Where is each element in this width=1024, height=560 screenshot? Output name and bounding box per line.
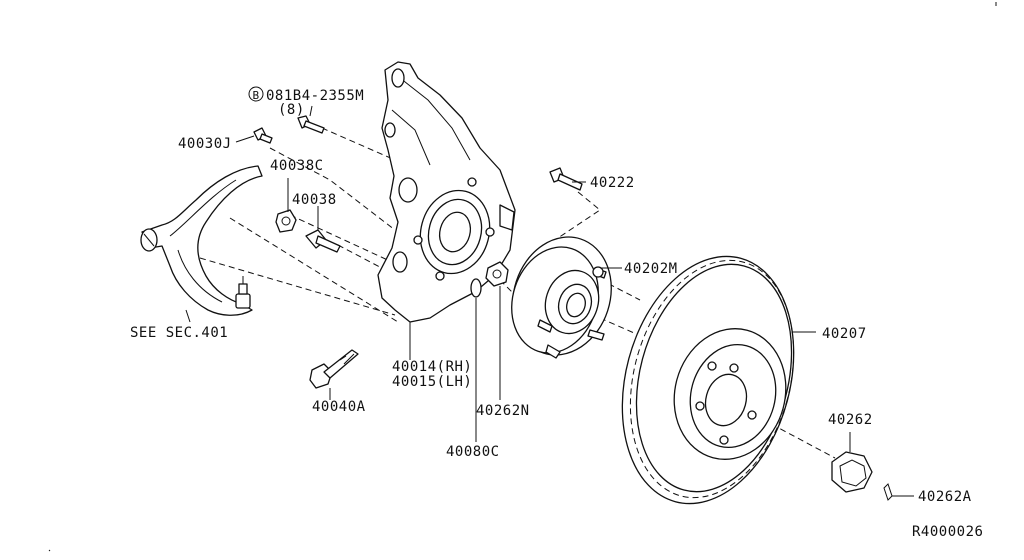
label-40207: 40207	[822, 326, 867, 342]
label-40038c: 40038C	[270, 158, 324, 174]
bolt-40038	[305, 229, 341, 253]
label-40222: 40222	[590, 175, 635, 191]
corner-mark	[48, 549, 51, 552]
hub-nut	[831, 451, 873, 493]
label-40080c: 40080C	[446, 444, 500, 460]
bolt-ref-badge-text: B	[252, 89, 259, 102]
stud-40222	[549, 167, 583, 191]
label-see-sec-401: SEE SEC.401	[130, 325, 228, 341]
disc-rotor	[621, 255, 795, 505]
cap-40080c	[470, 278, 482, 298]
leader-lines	[185, 105, 914, 497]
label-40262: 40262	[828, 412, 873, 428]
bolt-40040a	[309, 349, 359, 389]
label-40014-rh: 40014(RH)	[392, 359, 472, 375]
nut-40038c	[275, 209, 297, 233]
cotter-pin	[883, 483, 893, 501]
nut-40262n	[485, 261, 509, 287]
label-40202m: 40202M	[624, 261, 678, 277]
hub-bearing	[511, 236, 612, 359]
drawing-number: R4000026	[912, 524, 983, 540]
label-40030j: 40030J	[178, 136, 232, 152]
label-081b4-2355m: 081B4-2355M	[266, 88, 364, 104]
label-qty-8: (8)	[278, 102, 305, 118]
bolt-ref-badge: B	[248, 86, 264, 102]
label-40262a: 40262A	[918, 489, 972, 505]
ball-joint	[235, 276, 251, 309]
label-40262n: 40262N	[476, 403, 530, 419]
bolt-40030j	[253, 127, 273, 144]
label-40040a: 40040A	[312, 399, 366, 415]
steering-knuckle	[377, 61, 516, 323]
label-40038: 40038	[292, 192, 337, 208]
bolt-081b4-2355m	[297, 115, 325, 134]
lower-control-arm	[140, 165, 263, 316]
label-40015-lh: 40015(LH)	[392, 374, 472, 390]
